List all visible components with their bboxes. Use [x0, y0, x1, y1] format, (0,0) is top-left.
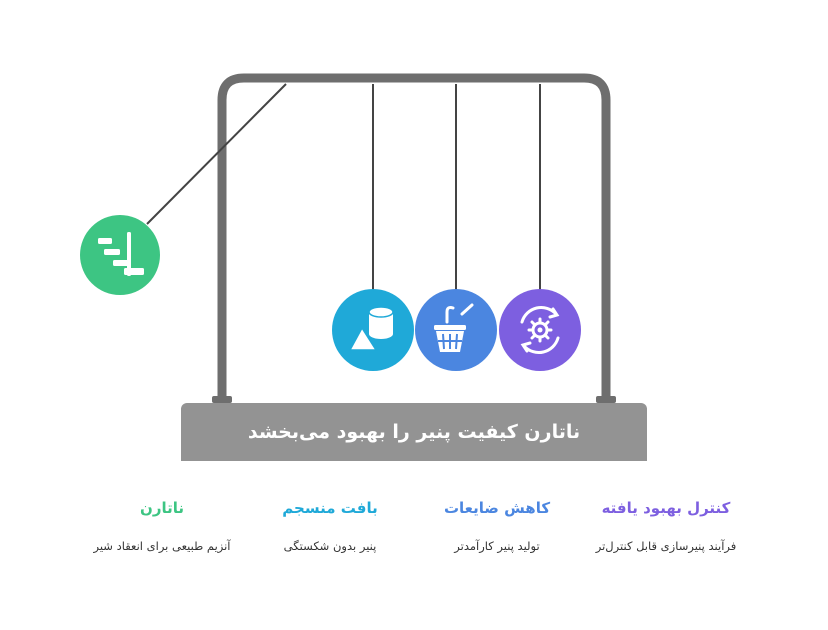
item-improved-control: کنترل بهبود یافته فرآیند پنیرسازی قابل ک… [591, 498, 741, 555]
shapes-icon [348, 306, 394, 351]
ball-1 [499, 289, 581, 371]
cradle-frame [217, 73, 611, 398]
item-title: کنترل بهبود یافته [601, 499, 731, 517]
diagram-title: ناتارن کیفیت پنیر را بهبود می‌بخشد [247, 421, 581, 443]
item-description: فرآیند پنیرسازی قابل کنترل‌تر [595, 539, 737, 553]
item-title: بافت منسجم [282, 499, 378, 517]
gear-cycle-icon [520, 306, 560, 354]
item-title: ناتارن [140, 499, 184, 517]
item-description: تولید پنیر کارآمدتر [454, 539, 540, 553]
item-natarn: ناتارن آنزیم طبیعی برای انعقاد شیر [87, 498, 237, 555]
waste-basket-icon [434, 303, 474, 352]
ball-3 [332, 289, 414, 371]
cradle-base: ناتارن کیفیت پنیر را بهبود می‌بخشد [181, 403, 647, 461]
frame-foot-right [596, 396, 616, 403]
process-steps-icon [98, 232, 144, 276]
ball-2 [415, 289, 497, 371]
item-title: کاهش ضایعات [443, 499, 551, 517]
string-4 [146, 83, 287, 225]
item-description: پنیر بدون شکستگی [283, 539, 377, 553]
ball-4 [80, 215, 160, 295]
frame-foot-left [212, 396, 232, 403]
item-consistent-texture: بافت منسجم پنیر بدون شکستگی [255, 498, 405, 555]
item-waste-reduction: کاهش ضایعات تولید پنیر کارآمدتر [422, 498, 572, 555]
item-description: آنزیم طبیعی برای انعقاد شیر [93, 539, 231, 553]
